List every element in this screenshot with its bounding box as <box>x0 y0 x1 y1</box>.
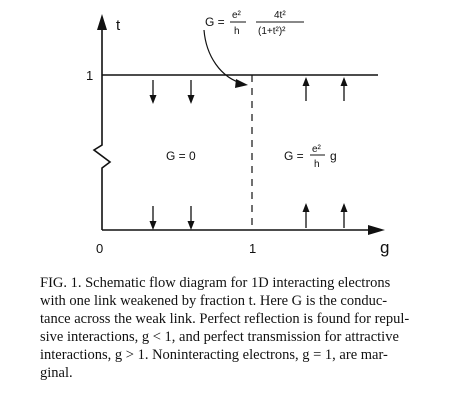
flow-arrows-right <box>302 77 348 228</box>
right-formula-den: h <box>314 159 320 170</box>
left-region-formula: G = 0 <box>166 149 196 163</box>
t-one-tick: 1 <box>86 68 93 83</box>
origin-tick: 0 <box>96 241 103 256</box>
t-axis-arrowhead <box>97 14 107 30</box>
formula-top-frac1-den: h <box>234 26 240 37</box>
right-region-formula: G = e² h g <box>284 144 337 170</box>
g-one-tick: 1 <box>249 241 256 256</box>
flow-arrows-left <box>149 80 195 230</box>
formula-pointer-arrowhead <box>235 79 248 88</box>
t-axis <box>92 28 112 230</box>
conductance-formula-top: G = e² h 4t² (1+t²)² <box>205 10 304 37</box>
formula-top-frac2-num: 4t² <box>274 10 286 21</box>
caption-line: with one link weakened by fraction t. He… <box>40 293 388 309</box>
figure-caption: FIG. 1. Schematic flow diagram for 1D in… <box>40 274 445 382</box>
right-formula-num: e² <box>312 144 322 155</box>
g-axis-arrowhead <box>368 225 385 235</box>
caption-line: ginal. <box>40 365 73 381</box>
right-formula-lhs: G = <box>284 149 304 163</box>
formula-pointer <box>203 29 245 85</box>
formula-top-frac1-num: e² <box>232 10 242 21</box>
formula-top-lhs: G = <box>205 15 225 29</box>
t-axis-label: t <box>116 17 121 34</box>
right-formula-rhs: g <box>330 149 337 163</box>
caption-line: sive interactions, g < 1, and perfect tr… <box>40 329 399 345</box>
flow-diagram: t g 1 0 1 G = e² h 4t² (1+t²)² G = 0 G =… <box>86 10 389 257</box>
caption-line: FIG. 1. Schematic flow diagram for 1D in… <box>40 275 391 291</box>
caption-line: interactions, g > 1. Noninteracting elec… <box>40 347 388 363</box>
formula-top-frac2-den: (1+t²)² <box>258 26 286 37</box>
caption-line: tance across the weak link. Perfect refl… <box>40 311 410 327</box>
g-axis-label: g <box>380 238 389 257</box>
